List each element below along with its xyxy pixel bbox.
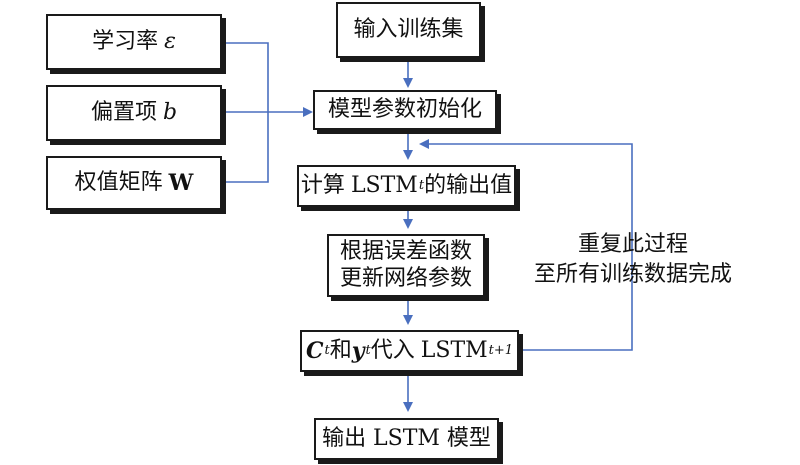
cell-state-symbol: C	[305, 337, 324, 364]
loop-note-line1: 重复此过程	[577, 232, 688, 257]
learning-rate-symbol: ε	[164, 28, 176, 54]
compute-prefix: 计算	[300, 172, 345, 198]
pass-and: 和	[329, 337, 352, 363]
output-model-label: 输出 LSTM 模型	[322, 425, 491, 451]
compute-lstm: LSTM	[350, 172, 418, 198]
loop-note: 重复此过程 至所有训练数据完成	[528, 230, 738, 289]
cell-state-subscript: t	[324, 343, 330, 359]
compute-lstm-subscript: t	[418, 178, 425, 194]
connector-learning-rate	[222, 42, 269, 112]
connector-weight	[222, 112, 269, 183]
weight-matrix-box: 权值矩阵 W	[46, 156, 222, 210]
bias-symbol: b	[162, 99, 178, 125]
pass-mid: 代入	[370, 337, 415, 363]
model-init-label: 模型参数初始化	[327, 96, 482, 122]
pass-lstm: LSTM	[420, 337, 488, 363]
compute-suffix: 的输出值	[424, 172, 513, 198]
pass-lstm-subscript: t+1	[488, 343, 514, 359]
input-training-set-box: 输入训练集	[336, 2, 481, 58]
input-training-set-label: 输入训练集	[353, 16, 464, 42]
output-subscript: t	[365, 343, 371, 359]
output-model-box: 输出 LSTM 模型	[314, 418, 499, 460]
weight-matrix-symbol: W	[168, 169, 194, 196]
loop-note-line2: 至所有训练数据完成	[533, 261, 732, 287]
update-line1: 根据误差函数	[339, 239, 472, 265]
weight-matrix-label: 权值矩阵	[74, 169, 163, 195]
loop-back-arrow	[419, 139, 633, 351]
learning-rate-label: 学习率	[92, 28, 159, 54]
output-symbol: y	[351, 337, 365, 364]
update-params-box: 根据误差函数 更新网络参数	[327, 234, 485, 297]
update-line2: 更新网络参数	[339, 265, 472, 291]
bias-label: 偏置项	[90, 99, 157, 125]
model-init-box: 模型参数初始化	[313, 90, 497, 130]
bias-box: 偏置项 b	[46, 85, 222, 141]
learning-rate-box: 学习率 ε	[46, 14, 222, 70]
